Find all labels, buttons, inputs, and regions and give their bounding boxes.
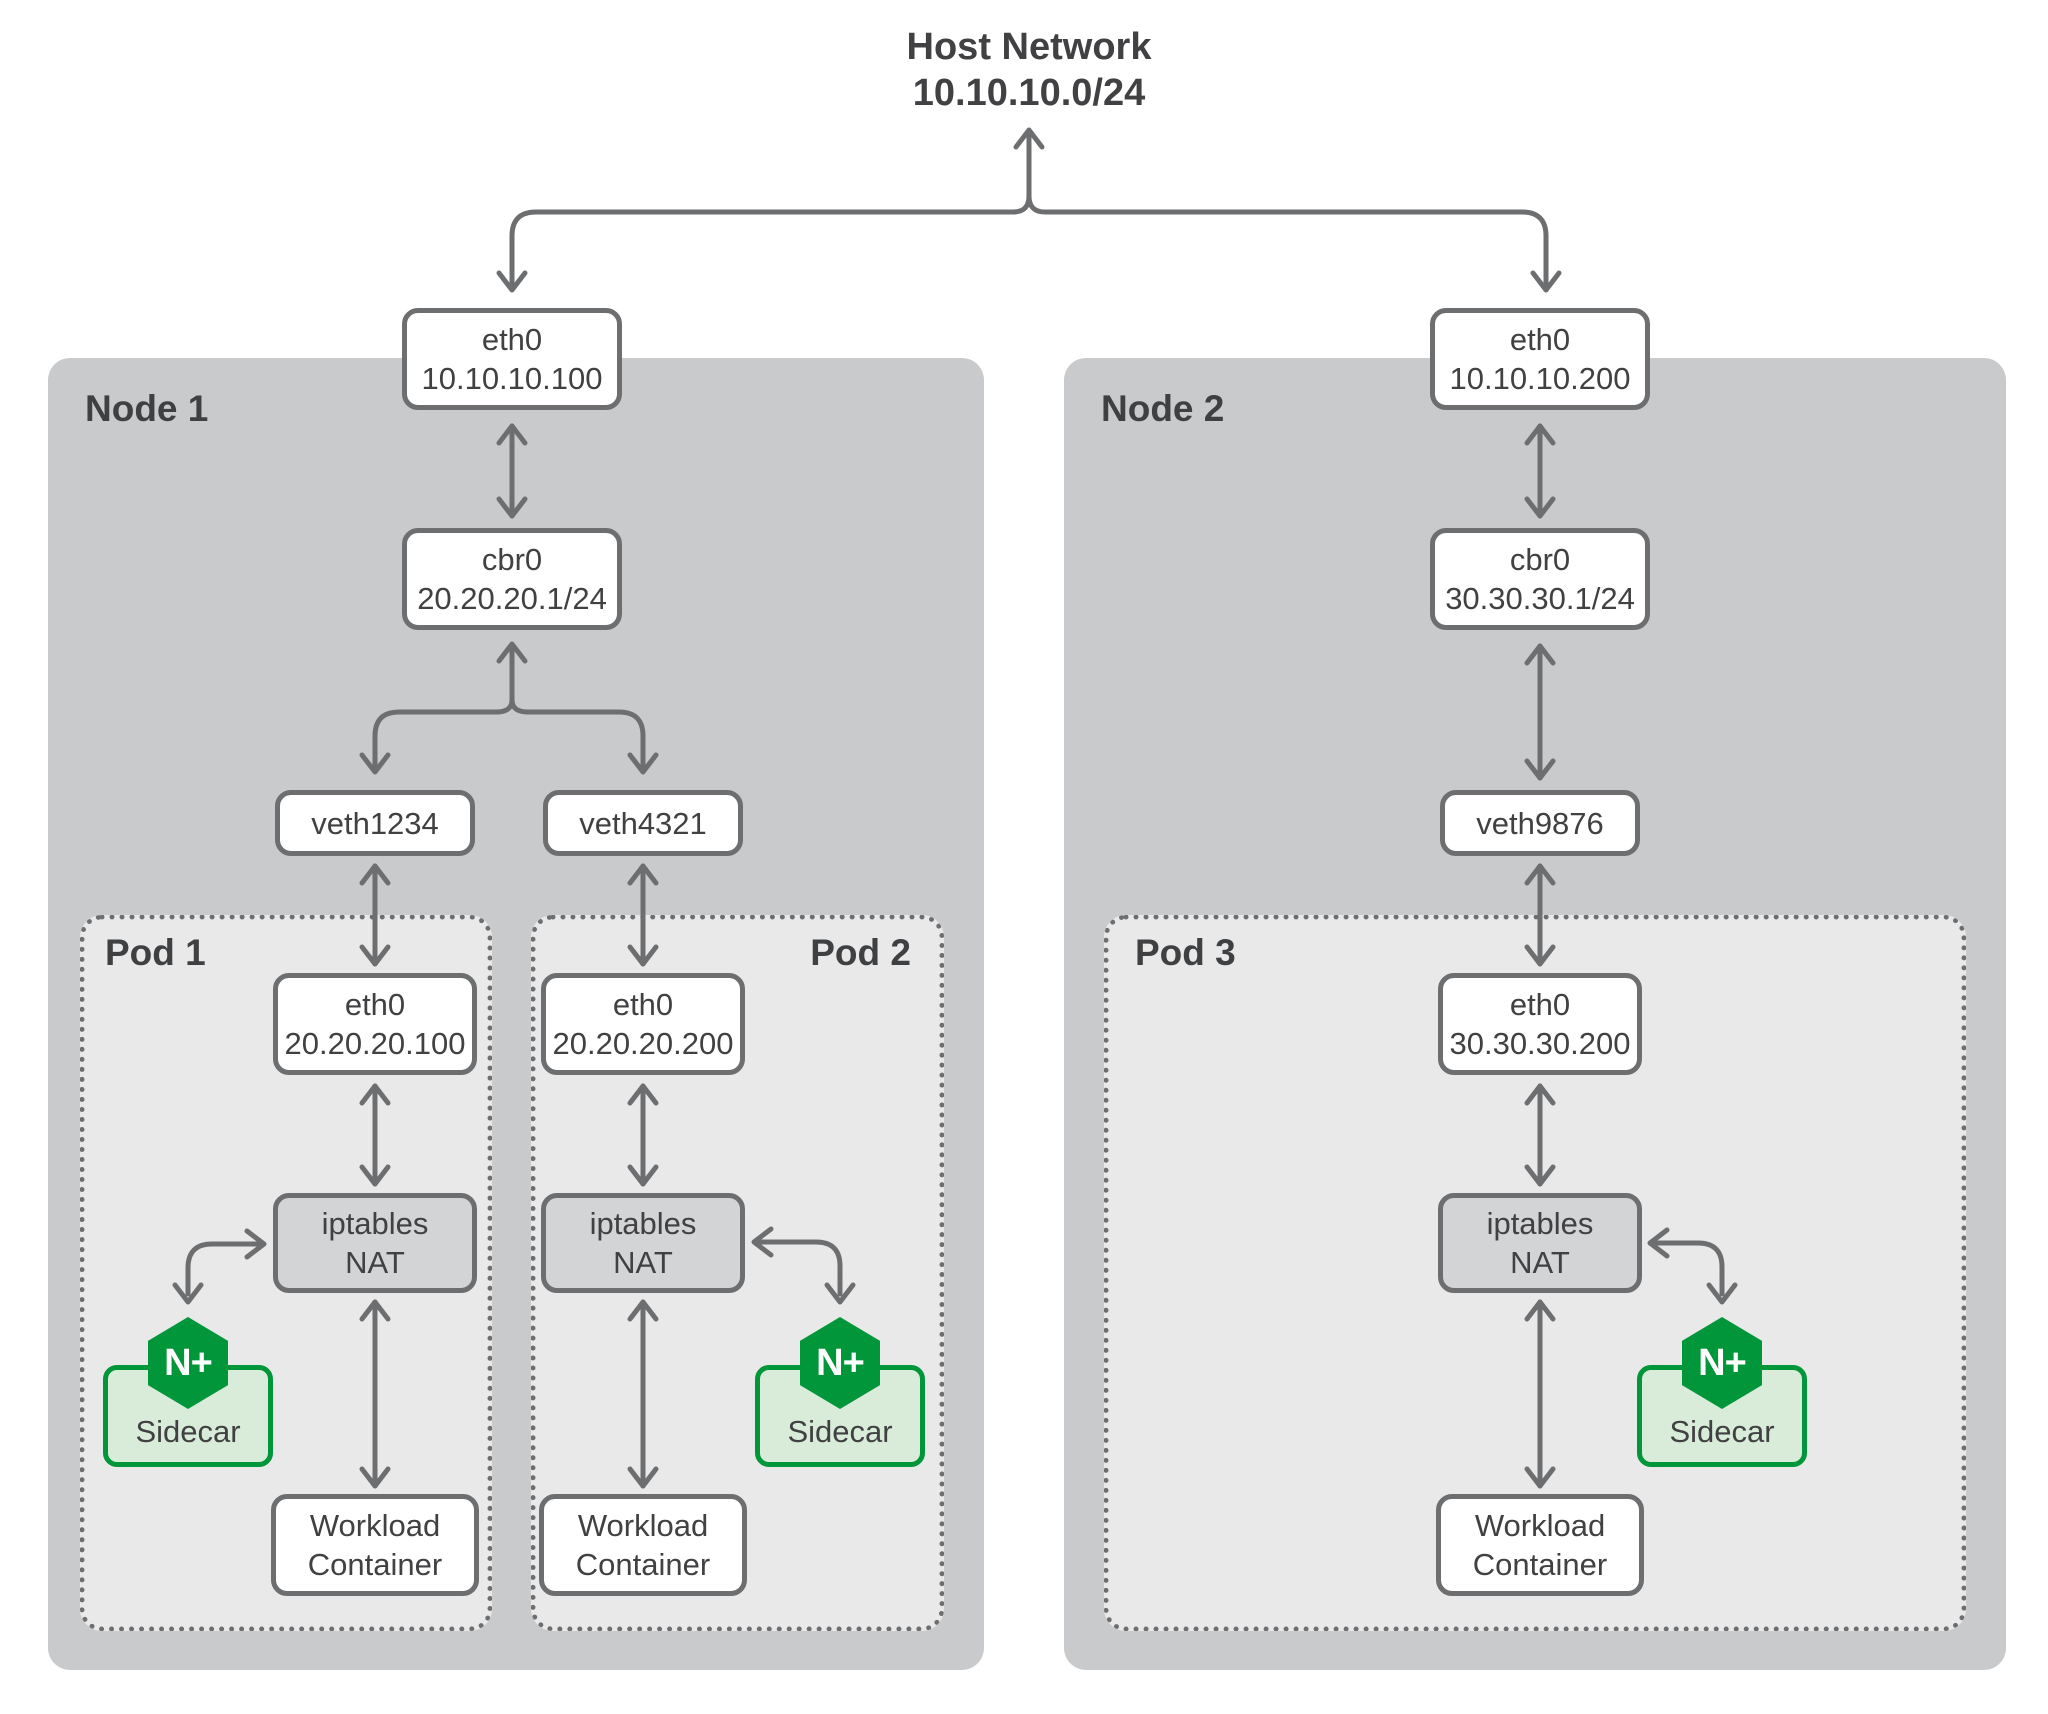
pod2-eth0-ip: 20.20.20.200 <box>552 1026 734 1061</box>
node1-eth0-box: eth0 10.10.10.100 <box>402 308 622 410</box>
pod2-eth0-name: eth0 <box>612 987 674 1022</box>
node-1-label: Node 1 <box>85 388 209 429</box>
node1-eth0-ip: 10.10.10.100 <box>421 361 603 396</box>
pod-1-label: Pod 1 <box>105 932 206 973</box>
pod1-nginx-plus-logo-text: N+ <box>164 1341 213 1384</box>
node2-eth0-ip: 10.10.10.200 <box>1449 361 1631 396</box>
veth1234-box: veth1234 <box>275 790 475 856</box>
pod2-workload-line1: Workload <box>577 1508 709 1543</box>
pod1-iptables-nat-box: iptables NAT <box>273 1193 477 1293</box>
node1-eth0-name: eth0 <box>481 322 543 357</box>
pod2-iptables-nat-box: iptables NAT <box>541 1193 745 1293</box>
pod3-nat-label: NAT <box>1510 1245 1570 1280</box>
node2-eth0-name: eth0 <box>1509 322 1571 357</box>
pod2-eth0-box: eth0 20.20.20.200 <box>541 973 745 1075</box>
pod1-eth0-box: eth0 20.20.20.100 <box>273 973 477 1075</box>
node2-cbr0-subnet: 30.30.30.1/24 <box>1445 581 1635 616</box>
pod2-sidecar-box: Sidecar <box>755 1365 925 1467</box>
pod3-eth0-name: eth0 <box>1509 987 1571 1022</box>
veth9876-label: veth9876 <box>1476 805 1604 841</box>
pod-2-label: Pod 2 <box>810 932 911 973</box>
pod2-nginx-plus-logo-text: N+ <box>816 1341 865 1384</box>
pod2-nat-label: NAT <box>613 1245 673 1280</box>
pod3-nginx-plus-logo-text: N+ <box>1698 1341 1747 1384</box>
veth9876-box: veth9876 <box>1440 790 1640 856</box>
node1-cbr0-name: cbr0 <box>481 542 543 577</box>
node-2-label: Node 2 <box>1101 388 1225 429</box>
host-network-title-line1: Host Network <box>906 26 1152 68</box>
node1-cbr0-box: cbr0 20.20.20.1/24 <box>402 528 622 630</box>
pod1-workload-line2: Container <box>307 1547 443 1582</box>
pod2-workload-container-box: Workload Container <box>539 1494 747 1596</box>
host-network-title: Host Network 10.10.10.0/24 <box>779 24 1279 116</box>
pod3-workload-line1: Workload <box>1474 1508 1606 1543</box>
host-network-subnet: 10.10.10.0/24 <box>912 72 1146 114</box>
pod1-iptables-label: iptables <box>321 1206 429 1241</box>
pod3-workload-line2: Container <box>1472 1547 1608 1582</box>
node2-cbr0-box: cbr0 30.30.30.1/24 <box>1430 528 1650 630</box>
pod1-nat-label: NAT <box>345 1245 405 1280</box>
pod3-sidecar-label: Sidecar <box>1669 1414 1775 1449</box>
pod-3-label: Pod 3 <box>1135 932 1236 973</box>
veth1234-label: veth1234 <box>311 805 439 841</box>
pod3-iptables-nat-box: iptables NAT <box>1438 1193 1642 1293</box>
pod3-eth0-box: eth0 30.30.30.200 <box>1438 973 1642 1075</box>
pod2-iptables-label: iptables <box>589 1206 697 1241</box>
pod1-sidecar-label: Sidecar <box>135 1414 241 1449</box>
pod3-eth0-ip: 30.30.30.200 <box>1449 1026 1631 1061</box>
pod1-eth0-ip: 20.20.20.100 <box>284 1026 466 1061</box>
pod1-workload-line1: Workload <box>309 1508 441 1543</box>
node1-cbr0-subnet: 20.20.20.1/24 <box>417 581 607 616</box>
veth4321-label: veth4321 <box>579 805 707 841</box>
pod1-eth0-name: eth0 <box>344 987 406 1022</box>
veth4321-box: veth4321 <box>543 790 743 856</box>
node2-cbr0-name: cbr0 <box>1509 542 1571 577</box>
pod3-workload-container-box: Workload Container <box>1436 1494 1644 1596</box>
pod2-workload-line2: Container <box>575 1547 711 1582</box>
pod1-workload-container-box: Workload Container <box>271 1494 479 1596</box>
node2-eth0-box: eth0 10.10.10.200 <box>1430 308 1650 410</box>
pod3-iptables-label: iptables <box>1486 1206 1594 1241</box>
arrow-host-network-branch <box>496 127 1562 293</box>
pod2-sidecar-label: Sidecar <box>787 1414 893 1449</box>
